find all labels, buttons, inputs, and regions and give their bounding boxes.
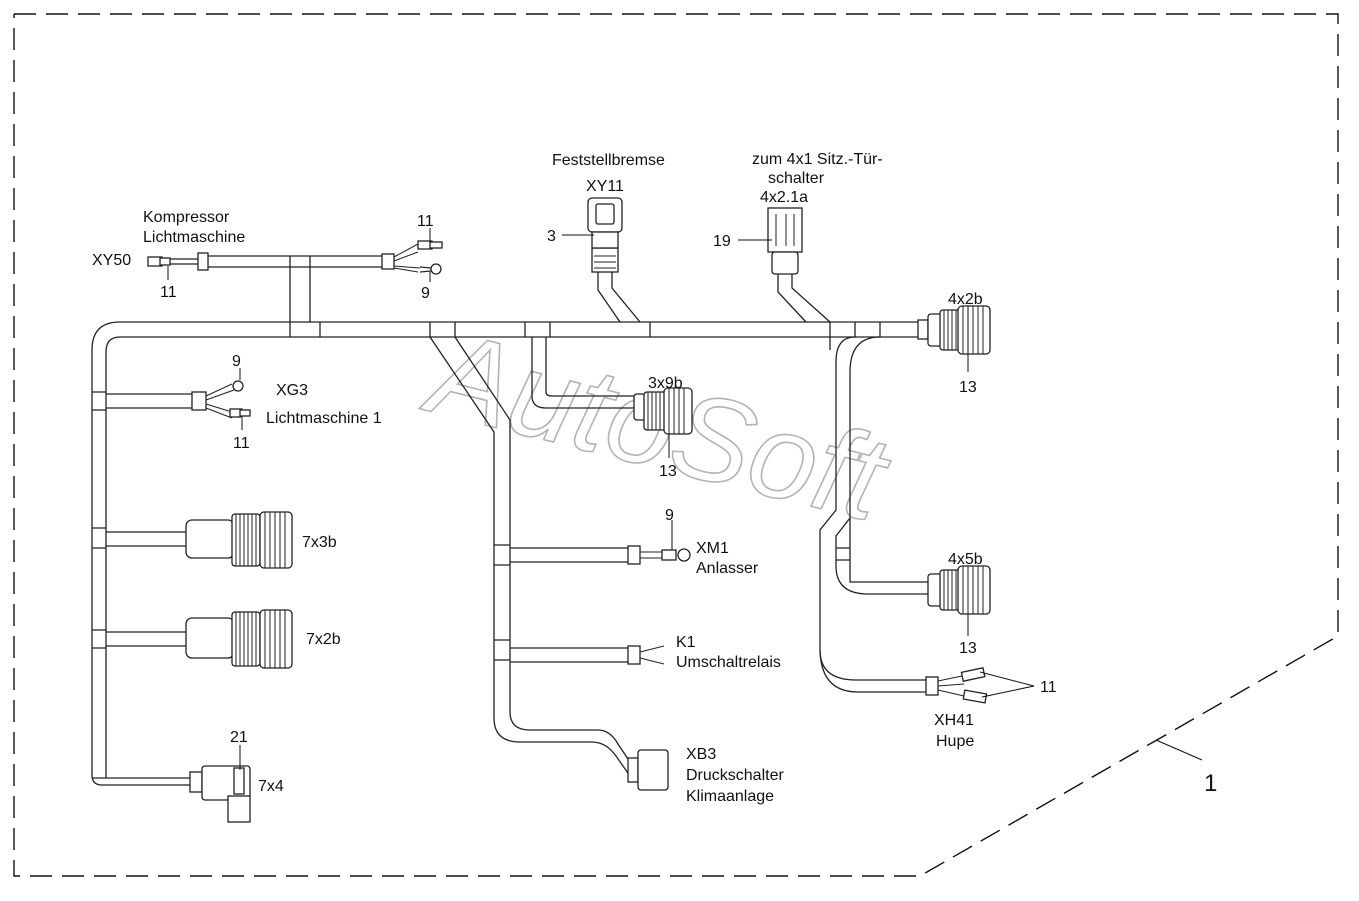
label-1: 1 [1204, 770, 1217, 797]
label-19: 19 [713, 233, 731, 250]
ring-terminal-xm1 [677, 548, 691, 562]
label-21: 21 [230, 729, 248, 746]
label-anlasser: Anlasser [696, 560, 759, 577]
label-11-xy50: 11 [160, 284, 177, 301]
label-13-4x2b: 13 [959, 379, 977, 396]
branch-4x21a [767, 207, 831, 323]
label-4x2b: 4x2b [948, 291, 983, 308]
sleeve-k1 [627, 645, 641, 665]
label-3: 3 [547, 228, 556, 245]
label-7x3b: 7x3b [302, 534, 337, 551]
label-9-top: 9 [421, 285, 430, 302]
label-xh41: XH41 [934, 712, 974, 729]
label-3x9b: 3x9b [648, 375, 683, 392]
labels: XY50 Kompressor Lichtmaschine 11 11 9 Fe… [92, 151, 1217, 805]
ring-terminal-9 [430, 263, 442, 275]
label-hupe: Hupe [936, 733, 974, 750]
flat-connector-xh41-b [962, 689, 988, 704]
label-xb3: XB3 [686, 746, 716, 763]
label-9-xm1: 9 [665, 507, 674, 524]
branch-xy11 [587, 197, 641, 323]
plug-4x21a [767, 207, 803, 253]
top-left-branch [147, 240, 443, 322]
sleeve-xm1 [627, 545, 641, 565]
label-k1: K1 [676, 634, 696, 651]
branch-3x9b [531, 337, 693, 435]
connector-3x9b [643, 391, 667, 431]
plug-xb3 [637, 749, 669, 791]
middle-trunk [429, 336, 691, 791]
assembly-outline [13, 13, 1339, 877]
connector-7x2b [185, 609, 293, 669]
label-feststellbremse: Feststellbremse [552, 152, 665, 169]
sleeve-top-11-9 [381, 253, 395, 270]
label-7x2b: 7x2b [306, 631, 341, 648]
label-13-3x9b: 13 [659, 463, 677, 480]
label-zum-sitz-tuer: zum 4x1 Sitz.-Tür- [752, 151, 883, 168]
label-lichtmaschine: Lichtmaschine [143, 229, 245, 246]
connector-7x4 [189, 765, 251, 823]
flat-connector-xh41-a [960, 667, 986, 682]
connector-4x5b [927, 565, 991, 615]
label-11-xh41: 11 [1040, 679, 1057, 696]
ring-terminal-xg3 [232, 380, 244, 392]
label-schalter: schalter [768, 170, 825, 187]
label-kompressor: Kompressor [143, 209, 230, 226]
right-trunk [819, 336, 991, 704]
label-druckschalter: Druckschalter [686, 767, 784, 784]
label-umschaltrelais: Umschaltrelais [676, 654, 781, 671]
label-lichtmaschine-1: Lichtmaschine 1 [266, 410, 382, 427]
label-11-top: 11 [417, 213, 434, 230]
connector-7x3b [185, 511, 293, 569]
label-4x21a: 4x2.1a [760, 189, 808, 206]
connector-4x2b [927, 305, 991, 355]
label-xy50: XY50 [92, 252, 131, 269]
sleeve-xh41 [925, 676, 939, 696]
label-xy11: XY11 [586, 178, 624, 195]
sleeve-xg3 [191, 391, 207, 411]
main-trunk [91, 319, 929, 353]
left-trunk [91, 350, 293, 823]
label-11-xg3: 11 [233, 435, 250, 452]
label-xm1: XM1 [696, 540, 729, 557]
label-4x5b: 4x5b [948, 551, 983, 568]
label-xg3: XG3 [276, 382, 308, 399]
label-9-xg3: 9 [232, 353, 241, 370]
leader-lines [167, 228, 1203, 770]
label-klimaanlage: Klimaanlage [686, 788, 774, 805]
label-7x4: 7x4 [258, 778, 284, 795]
label-13-4x5b: 13 [959, 640, 977, 657]
sleeve-xy50 [197, 252, 209, 271]
